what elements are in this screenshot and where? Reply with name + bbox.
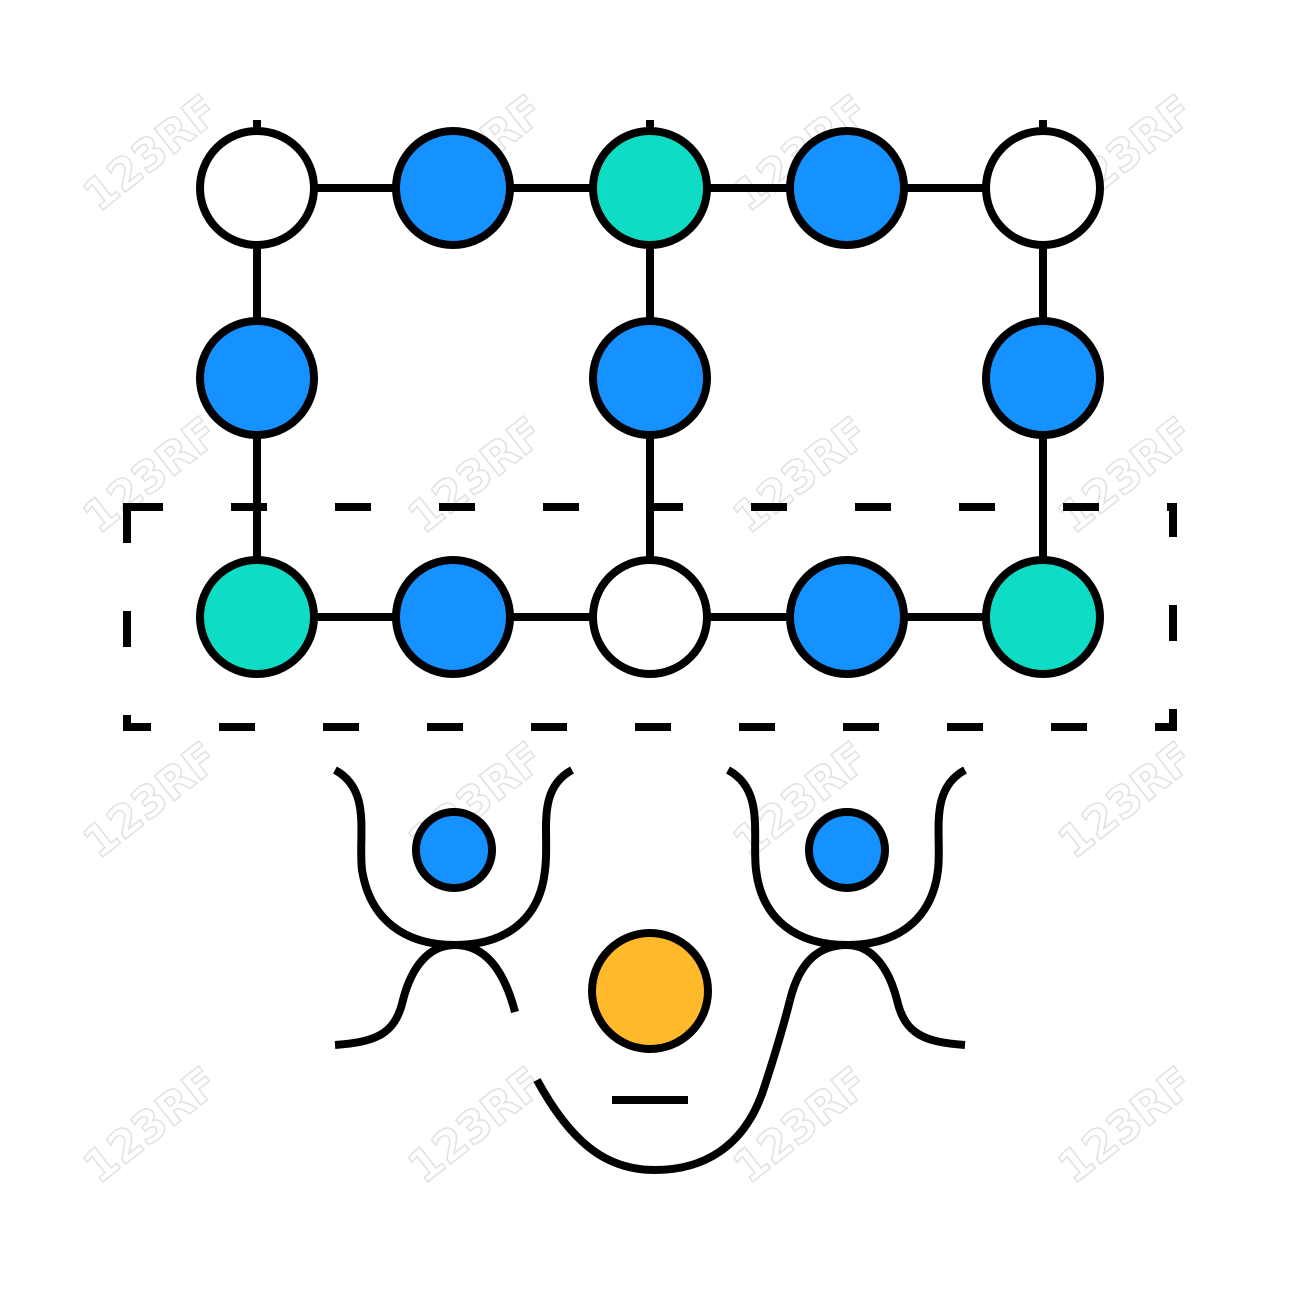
potential-wells [332, 766, 968, 1174]
center-large-particle [588, 929, 712, 1053]
watermark-text: 123RF [74, 733, 228, 869]
lattice-nodes [196, 127, 1104, 678]
watermark-text: 123RF [399, 408, 553, 544]
dashed-rectangle [123, 503, 1177, 731]
right-bump-curve [786, 941, 966, 1049]
node-middle-1-blue [196, 317, 318, 439]
node-bottom-5-teal [982, 556, 1104, 678]
node-top-2-blue [392, 127, 514, 249]
node-bottom-2-blue [392, 556, 514, 678]
node-bottom-1-teal [196, 556, 318, 678]
node-middle-5-blue [982, 317, 1104, 439]
dashed-selection-box [123, 503, 1177, 731]
watermark-text: 123RF [399, 1058, 553, 1194]
watermark-text: 123RF [1049, 733, 1203, 869]
particles [412, 808, 889, 1053]
node-top-5-white [982, 127, 1104, 249]
watermark-text: 123RF [74, 408, 228, 544]
watermark-text: 123RF [74, 1058, 228, 1194]
left-small-particle [412, 808, 496, 892]
node-top-4-blue [786, 127, 908, 249]
right-small-particle [805, 808, 889, 892]
watermark-text: 123RF [1049, 1058, 1203, 1194]
left-bump-curve [334, 941, 519, 1049]
center-well-curve [533, 999, 794, 1174]
node-middle-3-blue [589, 317, 711, 439]
watermark-text: 123RF [724, 408, 878, 544]
node-bottom-3-white [589, 556, 711, 678]
node-top-3-teal [589, 127, 711, 249]
node-top-1-white [196, 127, 318, 249]
node-bottom-4-blue [786, 556, 908, 678]
